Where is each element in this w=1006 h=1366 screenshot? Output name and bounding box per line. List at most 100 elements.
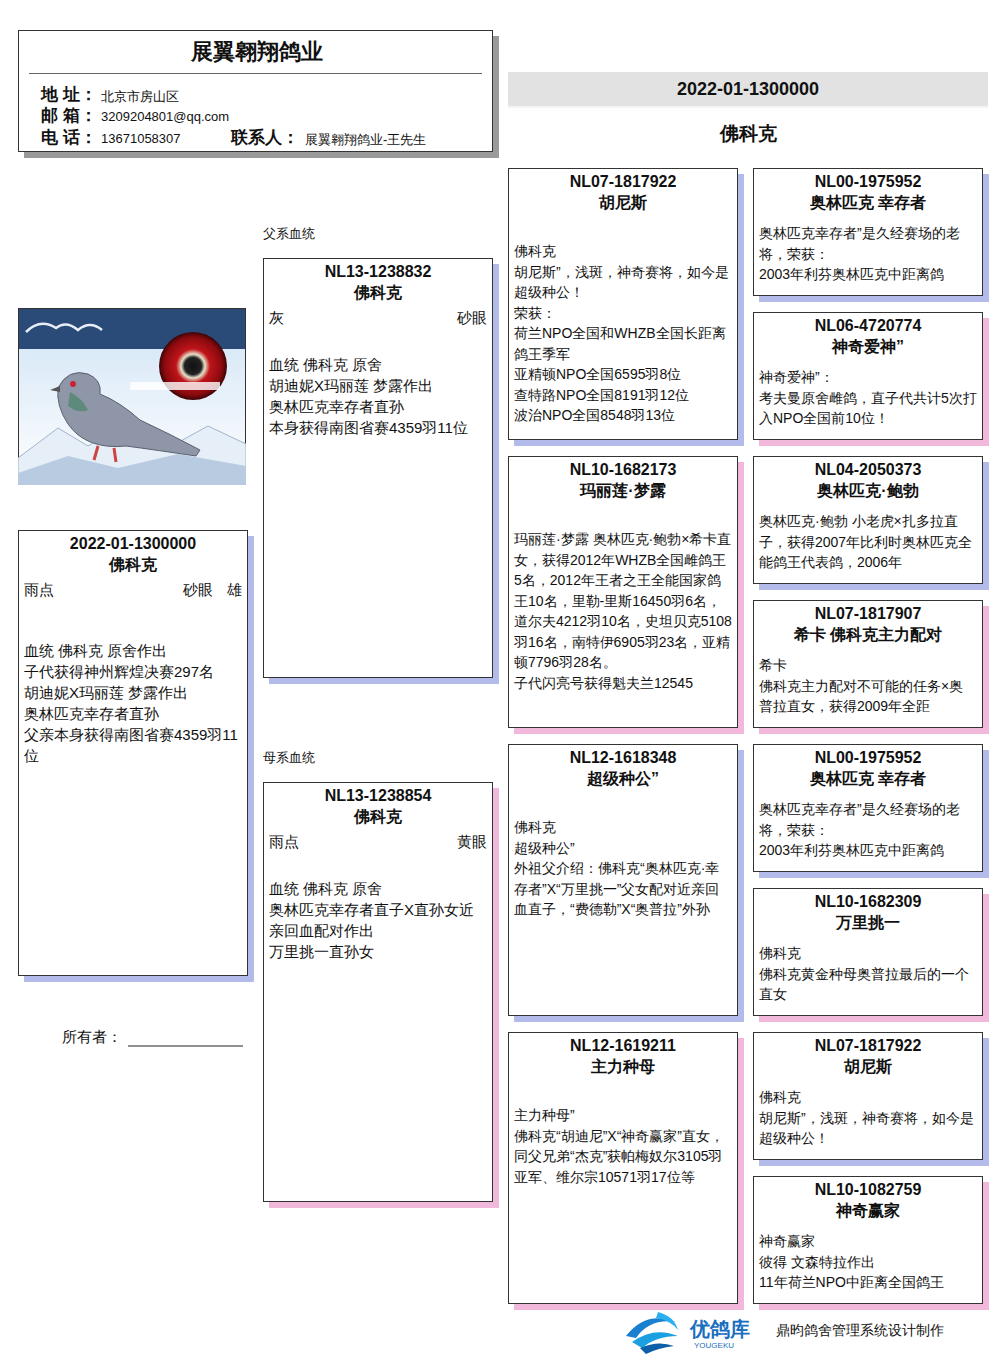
eye-or-sex: 黄眼 [457, 833, 487, 850]
pedigree-box: NL07-1817907希卡 佛科克主力配对希卡佛科克主力配对不可能的任务×奥普… [753, 600, 983, 728]
ring-number: NL13-1238832 [264, 261, 492, 282]
pedigree-note: 荷兰NPO全国和WHZB全国长距离鸽王季军 [514, 323, 732, 364]
pedigree-note: 奥林匹克幸存者”是久经赛场的老将，荣获： [759, 223, 977, 264]
field-value: 展翼翱翔鸽业-王先生 [305, 131, 426, 149]
logo-icon [618, 1306, 688, 1356]
eye-sex-group: 砂眼 [443, 307, 487, 328]
color-eye-row: 雨点砂眼雄 [19, 579, 247, 600]
pigeon-name: 胡尼斯 [754, 1056, 982, 1077]
box-body: 神奇赢家彼得 文森特拉作出11年荷兰NPO中距离全国鸽王 [754, 1231, 982, 1293]
pedigree-note: 彼得 文森特拉作出 [759, 1252, 977, 1273]
box-body: 佛科克超级种公”外祖父介绍：佛科克“奥林匹克·幸存者”X“万里挑一”父女配对近亲… [509, 817, 737, 920]
box-heading: NL13-1238854佛科克 [264, 783, 492, 827]
ring-number: NL10-1682173 [509, 459, 737, 480]
box-heading: NL07-1817922胡尼斯 [509, 169, 737, 213]
box-body: 奥林匹克·鲍勃 小老虎×扎多拉直子，获得2007年比利时奥林匹克全能鸽王代表鸽，… [754, 511, 982, 573]
pedigree-note: 荣获： [514, 303, 732, 324]
color-eye-row: 灰 砂眼 [264, 307, 492, 328]
pedigree-note: 父亲本身获得南图省赛4359羽11位 [24, 724, 242, 766]
box-heading: NL12-1618348超级种公” [509, 745, 737, 789]
pedigree-box: NL10-1682173玛丽莲·梦露玛丽莲·梦露 奥林匹克·鲍勃×希卡直女，获得… [508, 456, 738, 728]
pigeon-name: 佛科克 [19, 554, 247, 575]
header-box: 展翼翱翔鸽业地 址：北京市房山区邮 箱：3209204801@qq.com电 话… [18, 30, 493, 152]
box-body: 佛科克胡尼斯”，浅斑，神奇赛将，如今是超级种公！荣获：荷兰NPO全国和WHZB全… [509, 241, 737, 426]
pedigree-note: 佛科克黄金种母奥普拉最后的一个直女 [759, 964, 977, 1005]
box-heading: NL00-1975952奥林匹克 幸存者 [754, 169, 982, 213]
feather-color: 雨点 [269, 831, 299, 852]
eye-sex-group: 砂眼雄 [169, 579, 242, 600]
feather-color: 灰 [269, 307, 284, 328]
pedigree-note: 子代获得神州辉煌决赛297名 [24, 661, 242, 682]
pedigree-note: 胡尼斯”，浅斑，神奇赛将，如今是超级种公！ [514, 262, 732, 303]
ring-number: NL12-1618348 [509, 747, 737, 768]
pedigree-note: 胡尼斯”，浅斑，神奇赛将，如今是超级种公！ [759, 1108, 977, 1149]
eye-sex-group: 黄眼 [443, 831, 487, 852]
ring-number: NL10-1682309 [754, 891, 982, 912]
ring-number: NL00-1975952 [754, 747, 982, 768]
section-label: 母系血统 [263, 749, 315, 767]
pedigree-box: NL07-1817922胡尼斯佛科克胡尼斯”，浅斑，神奇赛将，如今是超级种公！ [753, 1032, 983, 1160]
pedigree-note: 血统 佛科克 原舍 [269, 354, 487, 375]
field-value: 3209204801@qq.com [101, 109, 229, 124]
ring-number: NL13-1238854 [264, 785, 492, 806]
box-heading: NL07-1817907希卡 佛科克主力配对 [754, 601, 982, 645]
pigeon-photo [18, 308, 246, 485]
pedigree-note: 2003年利芬奥林匹克中距离鸽 [759, 264, 977, 285]
pigeon-name: 超级种公” [509, 768, 737, 789]
owner-label: 所有者： [62, 1028, 122, 1047]
box-body: 希卡佛科克主力配对不可能的任务×奥普拉直女，获得2009年全距 [754, 655, 982, 717]
ring-band: 2022-01-1300000 [508, 72, 988, 108]
pigeon-name: 佛科克 [264, 806, 492, 827]
ring-number: 2022-01-1300000 [508, 72, 988, 106]
eye-or-sex: 砂眼 [183, 581, 213, 598]
pedigree-note: 奥林匹克·鲍勃 小老虎×扎多拉直子，获得2007年比利时奥林匹克全能鸽王代表鸽，… [759, 511, 977, 573]
pedigree-box: 2022-01-1300000佛科克雨点砂眼雄血统 佛科克 原舍作出子代获得神州… [18, 530, 248, 976]
pedigree-note: 胡迪妮X玛丽莲 梦露作出 [269, 375, 487, 396]
pedigree-note: 查特路NPO全国8191羽12位 [514, 385, 732, 406]
box-body: 神奇爱神”：考夫曼原舍雌鸽，直子代共计5次打入NPO全国前10位！ [754, 367, 982, 429]
pedigree-note: 佛科克“胡迪尼”X“神奇赢家”直女，同父兄弟“杰克”获帕梅奴尔3105羽亚军、维… [514, 1126, 732, 1188]
pedigree-note: 11年荷兰NPO中距离全国鸽王 [759, 1272, 977, 1293]
box-body: 玛丽莲·梦露 奥林匹克·鲍勃×希卡直女，获得2012年WHZB全国雌鸽王5名，2… [509, 529, 737, 693]
pigeon-name: 胡尼斯 [509, 192, 737, 213]
box-heading: NL06-4720774神奇爱神” [754, 313, 982, 357]
pedigree-box: NL10-1682309万里挑一佛科克佛科克黄金种母奥普拉最后的一个直女 [753, 888, 983, 1016]
pedigree-note: 佛科克 [514, 817, 732, 838]
pedigree-box: NL13-1238832佛科克灰 砂眼血统 佛科克 原舍胡迪妮X玛丽莲 梦露作出奥… [263, 258, 493, 678]
field-value: 北京市房山区 [101, 88, 179, 106]
pedigree-note: 佛科克主力配对不可能的任务×奥普拉直女，获得2009年全距 [759, 676, 977, 717]
pedigree-box: NL00-1975952奥林匹克 幸存者奥林匹克幸存者”是久经赛场的老将，荣获：… [753, 744, 983, 872]
pedigree-note: 万里挑一直孙女 [269, 941, 487, 962]
pedigree-box: NL13-1238854佛科克雨点 黄眼血统 佛科克 原舍奥林匹克幸存者直子X直孙… [263, 782, 493, 1202]
pedigree-note: 亚精顿NPO全国6595羽8位 [514, 364, 732, 385]
ring-number: 2022-01-1300000 [19, 533, 247, 554]
box-body: 奥林匹克幸存者”是久经赛场的老将，荣获：2003年利芬奥林匹克中距离鸽 [754, 223, 982, 285]
pigeon-name: 神奇爱神” [754, 336, 982, 357]
pigeon-name: 佛科克 [264, 282, 492, 303]
pedigree-note: 血统 佛科克 原舍作出 [24, 640, 242, 661]
pedigree-box: NL06-4720774神奇爱神” 神奇爱神”：考夫曼原舍雌鸽，直子代共计5次打入… [753, 312, 983, 440]
box-heading: NL12-1619211主力种母 [509, 1033, 737, 1077]
box-body: 血统 佛科克 原舍胡迪妮X玛丽莲 梦露作出奥林匹克幸存者直孙本身获得南图省赛43… [264, 354, 492, 438]
ring-number: NL07-1817922 [509, 171, 737, 192]
color-eye-row: 雨点 黄眼 [264, 831, 492, 852]
box-body: 血统 佛科克 原舍奥林匹克幸存者直子X直孙女近亲回血配对作出万里挑一直孙女 [264, 878, 492, 962]
ring-number: NL12-1619211 [509, 1035, 737, 1056]
pedigree-note: 血统 佛科克 原舍 [269, 878, 487, 899]
box-body: 血统 佛科克 原舍作出子代获得神州辉煌决赛297名胡迪妮X玛丽莲 梦露作出奥林匹… [19, 640, 247, 766]
box-body: 主力种母”佛科克“胡迪尼”X“神奇赢家”直女，同父兄弟“杰克”获帕梅奴尔3105… [509, 1105, 737, 1187]
pedigree-note: 波治NPO全国8548羽13位 [514, 405, 732, 426]
pedigree-box: NL12-1618348超级种公”佛科克超级种公”外祖父介绍：佛科克“奥林匹克·… [508, 744, 738, 1016]
pedigree-note: 外祖父介绍：佛科克“奥林匹克·幸存者”X“万里挑一”父女配对近亲回血直子，“费德… [514, 858, 732, 920]
pigeon-name: 万里挑一 [754, 912, 982, 933]
pedigree-note: 佛科克 [759, 943, 977, 964]
eye-or-sex: 雄 [227, 581, 242, 598]
pedigree-note: 考夫曼原舍雌鸽，直子代共计5次打入NPO全国前10位！ [759, 388, 977, 429]
box-heading: NL10-1082759神奇赢家 [754, 1177, 982, 1221]
field-label: 地 址： [41, 83, 97, 106]
pedigree-note: 佛科克 [514, 241, 732, 262]
section-label: 父系血统 [263, 225, 315, 243]
pedigree-box: NL10-1082759神奇赢家神奇赢家彼得 文森特拉作出11年荷兰NPO中距离… [753, 1176, 983, 1304]
ring-number: NL04-2050373 [754, 459, 982, 480]
box-body: 佛科克佛科克黄金种母奥普拉最后的一个直女 [754, 943, 982, 1005]
